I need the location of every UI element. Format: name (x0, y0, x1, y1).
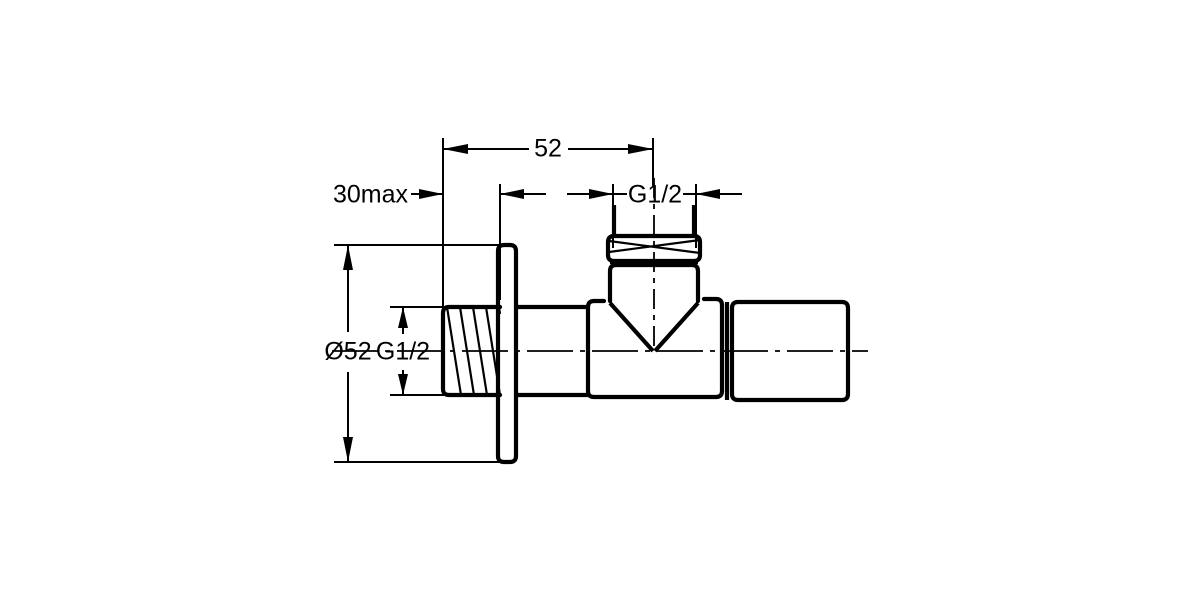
dimension-diameter-52: Ø52 (324, 245, 372, 462)
dim-52-arrow-left (443, 144, 468, 154)
flange-outline (495, 242, 519, 465)
dim-52-label: 52 (534, 135, 562, 163)
dim-52-arrow-right (628, 144, 653, 154)
dimension-length-52: 52 (443, 135, 653, 163)
part-tee-body (585, 296, 725, 400)
valve-cone-right (653, 301, 700, 353)
part-body-shank (516, 304, 590, 398)
tee-body-left-shoulder (585, 298, 607, 310)
dim-d52-arrow-top (343, 245, 353, 270)
dim-30max-arrow-right (500, 189, 524, 199)
outlet-connector-outline (729, 299, 851, 403)
part-wall-flange (495, 242, 519, 465)
dim-ing12-arrow-bottom (398, 374, 408, 395)
centerlines (332, 178, 868, 352)
dim-topg12-arrow-right (696, 189, 720, 199)
knurl-line-2 (608, 239, 701, 255)
dim-d52-arrow-bottom (343, 437, 353, 462)
dim-topg12-arrow-left (589, 189, 613, 199)
tee-body-outline (585, 296, 725, 400)
dimension-top-g12: G1/2 (567, 181, 742, 209)
dimension-30max: 30max (333, 181, 546, 209)
dim-topg12-label: G1/2 (628, 181, 682, 209)
valve-cone-left (608, 301, 655, 353)
dim-ing12-arrow-top (398, 307, 408, 328)
dim-30max-arrow-left (419, 189, 443, 199)
dim-30max-label: 30max (333, 181, 409, 209)
